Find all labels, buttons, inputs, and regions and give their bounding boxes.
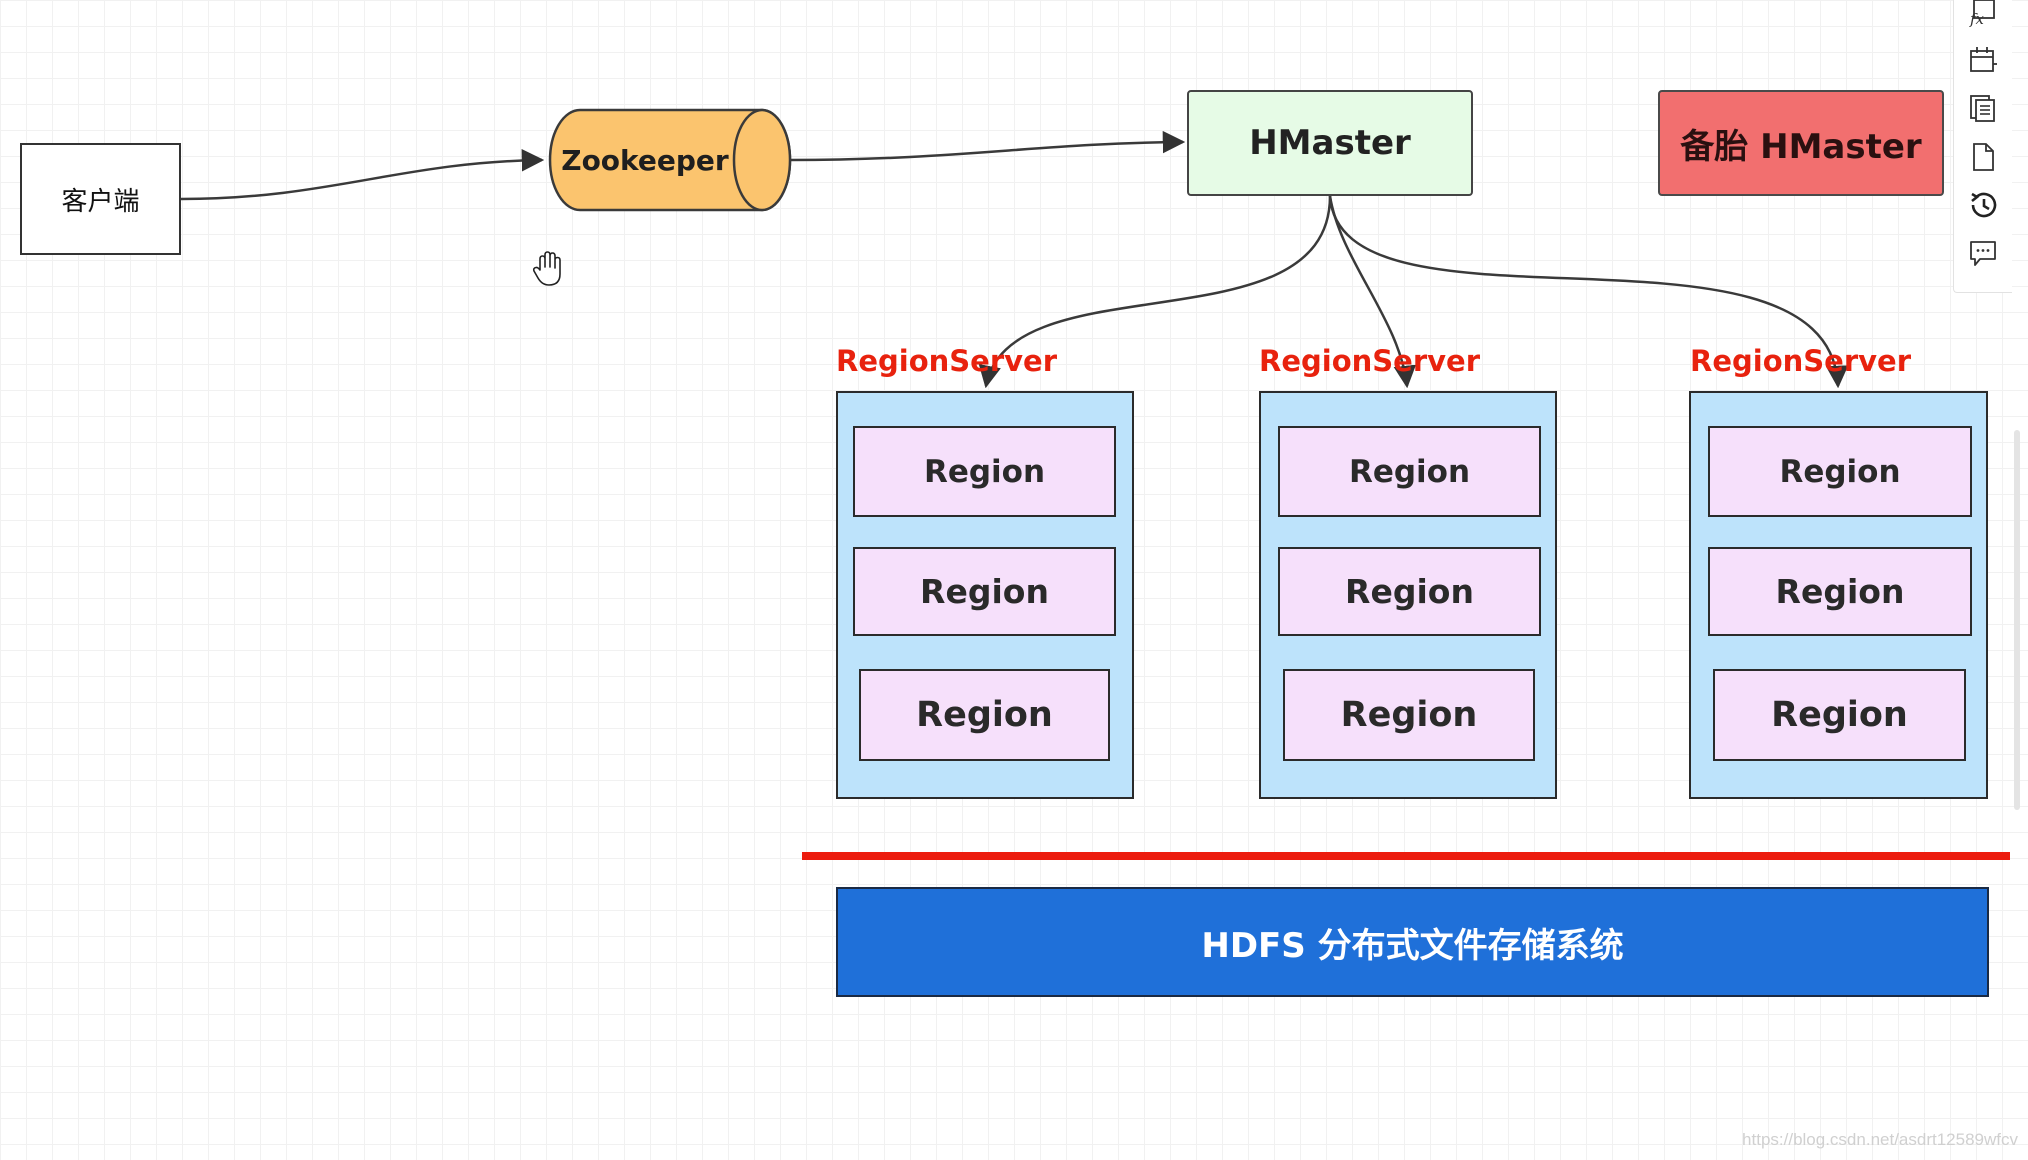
regionserver-3-region-1[interactable]: Region bbox=[1708, 426, 1972, 517]
divider-line bbox=[802, 852, 2010, 860]
regionserver-1-region-3[interactable]: Region bbox=[859, 669, 1110, 761]
copy-icon[interactable] bbox=[1968, 93, 1998, 123]
hmaster-to-regionserver-1-arrow bbox=[978, 195, 1332, 389]
history-icon[interactable] bbox=[1968, 190, 1998, 220]
regionserver-2-region-2[interactable]: Region bbox=[1278, 547, 1541, 636]
hand-cursor-icon bbox=[532, 251, 561, 286]
backup-hmaster-node[interactable]: 备胎 HMaster bbox=[1658, 90, 1944, 196]
client-label: 客户端 bbox=[61, 186, 140, 217]
backup-hmaster-label: 备胎 HMaster bbox=[1680, 126, 1922, 167]
regionserver-1-label: RegionServer bbox=[836, 344, 1057, 378]
client-to-zookeeper-arrow bbox=[180, 149, 545, 201]
hdfs-label: HDFS 分布式文件存储系统 bbox=[1201, 925, 1624, 966]
regionserver-1[interactable]: Region Region Region bbox=[836, 391, 1134, 799]
regionserver-1-region-2[interactable]: Region bbox=[853, 547, 1116, 636]
regionserver-3-region-2[interactable]: Region bbox=[1708, 547, 1972, 636]
hmaster-node[interactable]: HMaster bbox=[1187, 90, 1473, 196]
hmaster-to-regionserver-3-arrow bbox=[1328, 195, 1849, 389]
svg-text:fx: fx bbox=[1969, 10, 1985, 28]
regionserver-2[interactable]: Region Region Region bbox=[1259, 391, 1557, 799]
right-toolbar: fx bbox=[1953, 0, 2012, 293]
vertical-scrollbar[interactable] bbox=[2014, 430, 2020, 810]
regionserver-3[interactable]: Region Region Region bbox=[1689, 391, 1988, 799]
regionserver-2-label: RegionServer bbox=[1259, 344, 1480, 378]
regionserver-3-region-3[interactable]: Region bbox=[1713, 669, 1966, 761]
regionserver-1-region-1[interactable]: Region bbox=[853, 426, 1116, 517]
zookeeper-cylinder[interactable] bbox=[548, 108, 792, 212]
zookeeper-to-hmaster-arrow bbox=[789, 130, 1186, 162]
hmaster-label: HMaster bbox=[1249, 123, 1411, 163]
zookeeper-label: Zookeeper bbox=[561, 143, 729, 177]
page-icon[interactable] bbox=[1968, 142, 1998, 172]
regionserver-2-region-1[interactable]: Region bbox=[1278, 426, 1541, 517]
hdfs-node[interactable]: HDFS 分布式文件存储系统 bbox=[836, 887, 1989, 997]
watermark: https://blog.csdn.net/asdrt12589wfcv bbox=[1742, 1130, 2018, 1149]
regionserver-2-region-3[interactable]: Region bbox=[1283, 669, 1535, 761]
comment-icon[interactable] bbox=[1968, 238, 1998, 268]
client-node[interactable]: 客户端 bbox=[20, 143, 181, 255]
regionserver-3-label: RegionServer bbox=[1690, 344, 1911, 378]
formula-icon[interactable]: fx bbox=[1968, 0, 1998, 28]
calendar-icon[interactable] bbox=[1968, 45, 1998, 75]
